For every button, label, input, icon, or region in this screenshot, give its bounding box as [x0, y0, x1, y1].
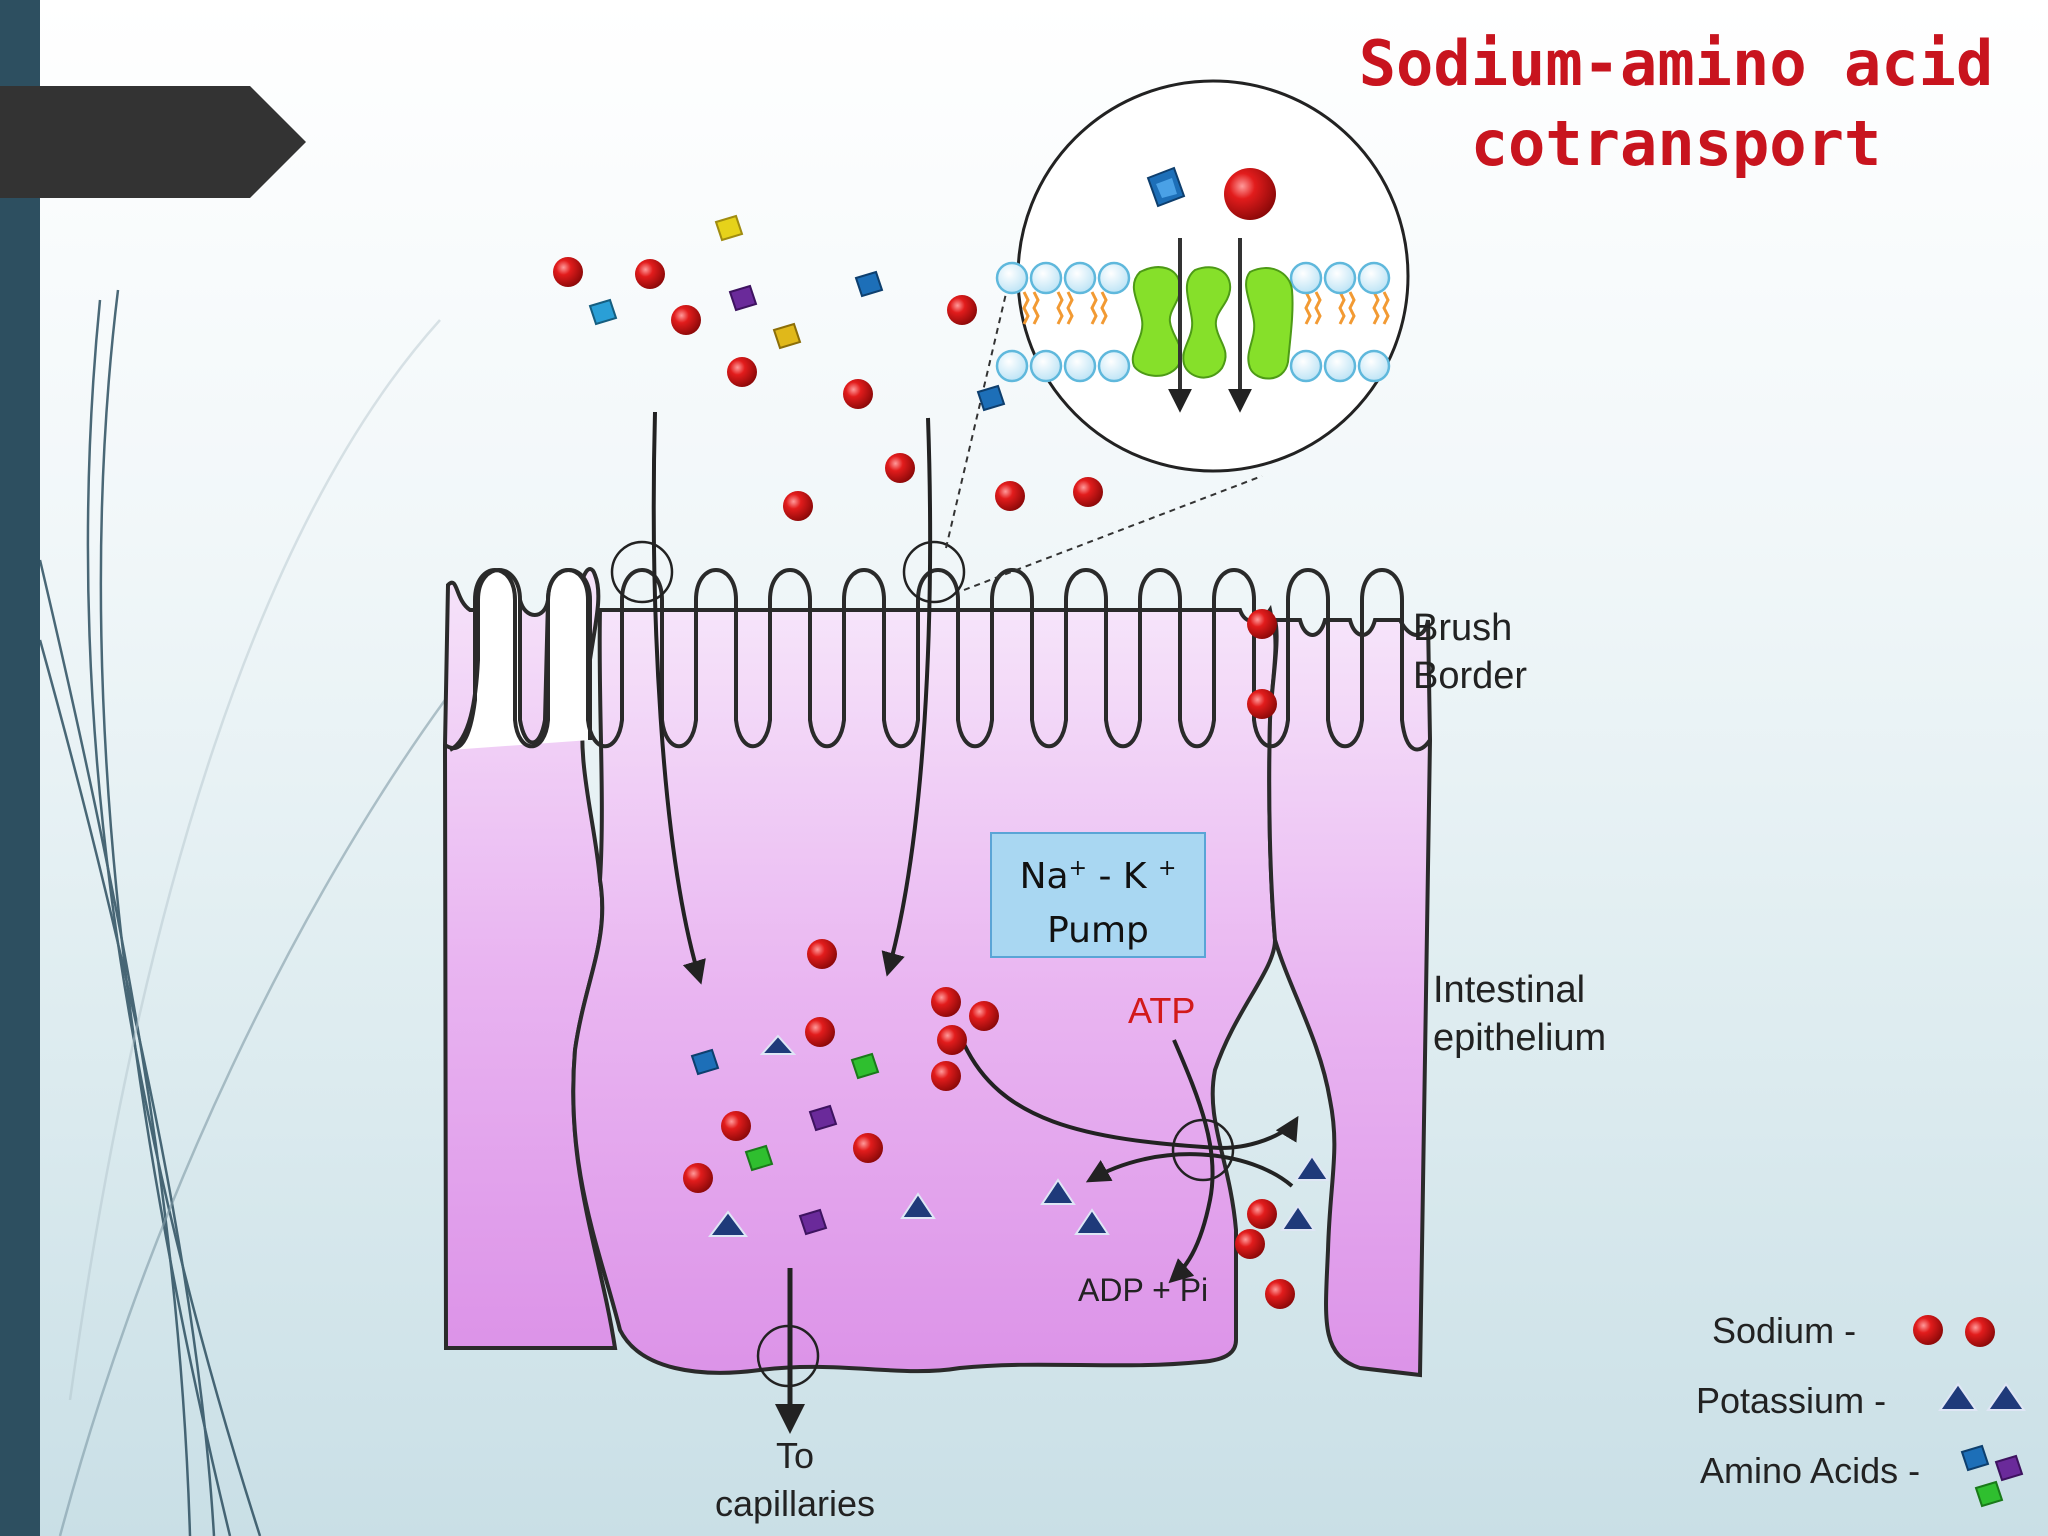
brush-border-label: Brush Border [1413, 607, 1528, 697]
microvilli-row [443, 568, 1432, 752]
title-line-1: Sodium-amino acid [1358, 27, 1994, 100]
amino-acids [588, 214, 1006, 1236]
na-k-pump-label: Na+ - K + Pump [990, 832, 1206, 958]
to-capillaries-label: To capillaries [714, 1435, 876, 1524]
legend-amino-acids-label: Amino Acids - [1700, 1450, 1921, 1491]
transporter-site-1 [610, 540, 674, 604]
pump-word: Pump [1047, 910, 1149, 951]
intestinal-epithelium-label: Intestinal epithelium [1433, 969, 1607, 1059]
entry-arrows [651, 411, 933, 985]
zoom-dashed-lines [945, 267, 1263, 591]
legend-potassium-icons [1938, 1382, 2026, 1411]
pump-sup-k: + [1157, 856, 1177, 881]
zoom-amino-acid [1146, 166, 1186, 208]
pump-k: - K [1087, 856, 1158, 897]
legend-amino-acid-icons [1960, 1444, 2024, 1508]
atp-label: ATP [1128, 990, 1196, 1031]
sodium-ions [553, 257, 1295, 1309]
slide-tab-arrow [0, 86, 306, 198]
pump-arrows [962, 1039, 1299, 1284]
decorative-curves [38, 289, 447, 1536]
transporter-site-2 [902, 540, 966, 604]
legend-sodium-label: Sodium - [1712, 1310, 1857, 1351]
title-line-2: cotransport [1470, 107, 1882, 180]
potassium-ions [708, 1034, 1330, 1237]
slide-side-bar [0, 0, 40, 1536]
legend-sodium-icons [1913, 1315, 1995, 1347]
adp-pi-label: ADP + Pi [1078, 1272, 1209, 1308]
epithelial-cells [442, 567, 1433, 1378]
membrane-zoom-view [995, 79, 1410, 473]
carrier-protein [1131, 266, 1294, 380]
legend-potassium-label: Potassium - [1696, 1380, 1887, 1421]
slide-title: Sodium-amino acid cotransport [1326, 24, 2026, 184]
zoom-arrows [1168, 238, 1252, 413]
pump-na: Na [1019, 856, 1069, 897]
zoom-sodium [1224, 168, 1276, 220]
lipid-bilayer [995, 261, 1391, 383]
pump-sup-na: + [1068, 856, 1088, 881]
